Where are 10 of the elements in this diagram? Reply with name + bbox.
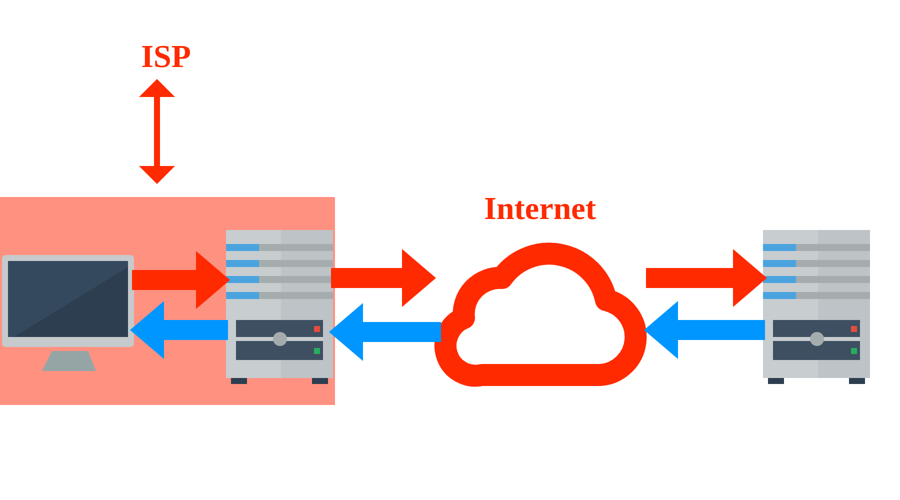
- provider-label: ISP: [128, 40, 204, 74]
- arrow: [132, 251, 230, 309]
- network-panel: [0, 197, 335, 405]
- cloud-label: Internet: [483, 192, 597, 224]
- arrow: [139, 79, 175, 184]
- arrow: [644, 301, 765, 359]
- arrow: [130, 301, 228, 359]
- arrow: [329, 303, 441, 361]
- arrow: [646, 249, 767, 307]
- arrow: [331, 249, 436, 307]
